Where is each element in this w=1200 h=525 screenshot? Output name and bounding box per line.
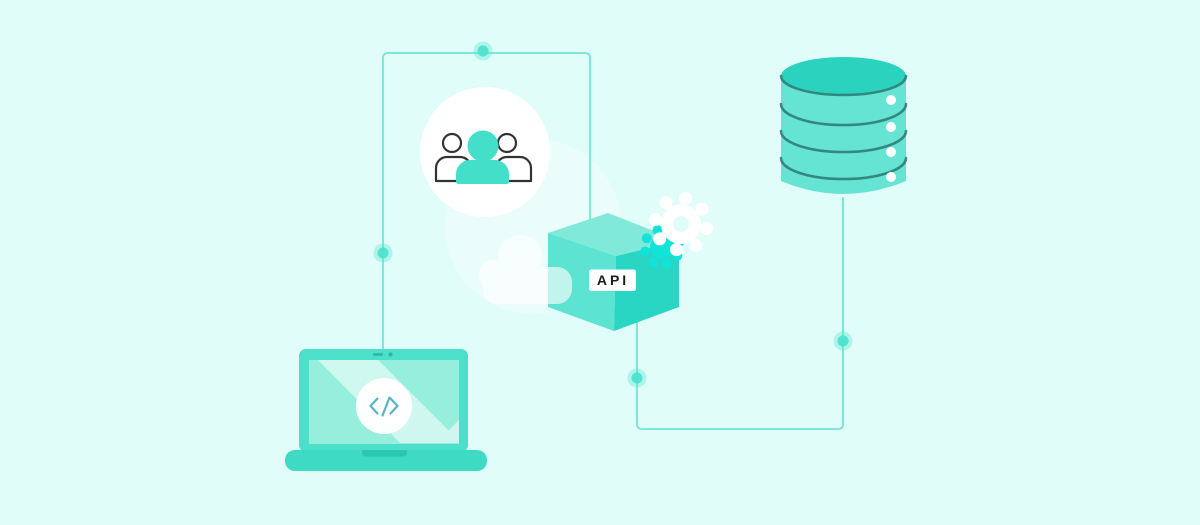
user-center-body — [456, 160, 509, 184]
gear-icon — [648, 191, 714, 257]
database-band-line — [779, 129, 908, 154]
database-band-line — [779, 156, 908, 181]
database-led — [886, 95, 896, 105]
user-right-head — [496, 132, 518, 154]
api-label: API — [589, 269, 636, 291]
database-top-rim — [779, 74, 908, 97]
cube-face-left — [548, 233, 616, 331]
gear-hole — [673, 216, 689, 232]
cloud-icon — [479, 235, 572, 304]
database-led — [886, 122, 896, 132]
camera-dot — [388, 352, 393, 357]
connector-node-top — [473, 41, 493, 61]
laptop-base — [285, 450, 487, 471]
user-left-head — [441, 132, 463, 154]
code-icon — [369, 396, 399, 417]
connector-right — [636, 197, 844, 430]
database-band-line — [779, 102, 908, 127]
connector-node-left — [373, 243, 393, 263]
users-icon — [420, 87, 550, 217]
database-led — [886, 147, 896, 157]
database-top — [781, 57, 906, 95]
database-body — [781, 76, 906, 194]
user-center-head — [467, 130, 499, 162]
connector-node-bottom — [627, 368, 647, 388]
connector-node-right — [833, 331, 853, 351]
database-led — [886, 172, 896, 182]
api-label-text: API — [597, 272, 629, 288]
laptop-base-notch — [362, 450, 407, 457]
api-label-plate — [589, 269, 636, 291]
code-badge-circle — [356, 378, 412, 434]
screen-glare-corner — [436, 420, 459, 443]
database-icon — [779, 57, 908, 194]
api-cube-icon — [548, 213, 679, 331]
cube-face-top — [548, 213, 679, 256]
laptop-icon — [285, 349, 487, 471]
